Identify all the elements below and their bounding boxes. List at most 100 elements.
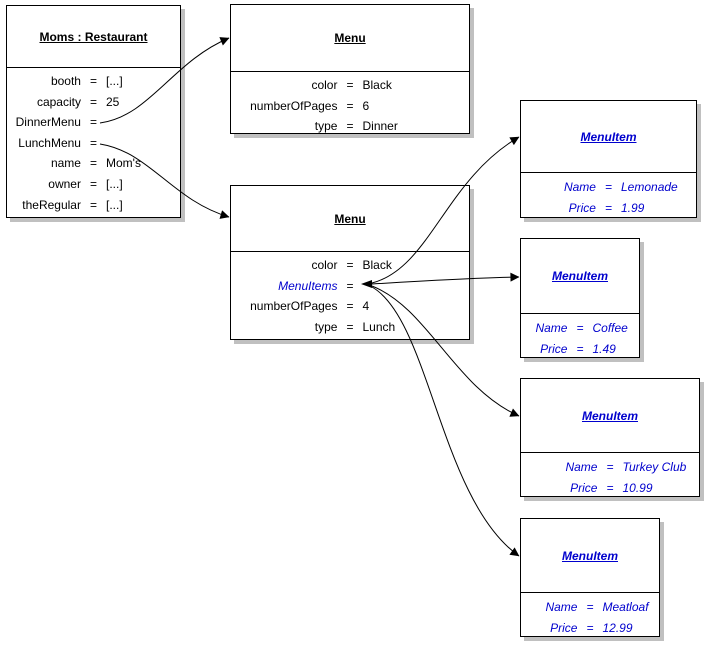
attribute-name: numberOfPages bbox=[250, 98, 338, 113]
object-box-menuitem-meatloaf[interactable]: MenuItem Name = Meatloaf Price = 12.99 bbox=[520, 518, 660, 637]
object-attributes: color = Black numberOfPages = 6 type = D… bbox=[231, 72, 469, 137]
attribute-name: color bbox=[311, 78, 338, 92]
object-attributes: Name = Coffee Price = 1.49 bbox=[521, 314, 639, 359]
equals-sign: = bbox=[346, 119, 354, 134]
attribute-row-type: type = Lunch bbox=[235, 317, 465, 338]
attribute-row-color: color = Black bbox=[235, 255, 465, 276]
attribute-row-name: name = Mom's bbox=[11, 153, 176, 174]
equals-sign: = bbox=[606, 480, 614, 495]
attribute-name: MenuItems bbox=[278, 278, 338, 293]
object-header: MenuItem bbox=[521, 519, 659, 593]
object-box-menuitem-coffee[interactable]: MenuItem Name = Coffee Price = 1.49 bbox=[520, 238, 640, 358]
object-header: MenuItem bbox=[521, 239, 639, 314]
link-menuitems-to-lemonade[interactable] bbox=[371, 136, 520, 284]
object-title: MenuItem bbox=[581, 408, 638, 423]
object-box-menuitem-lemonade[interactable]: MenuItem Name = Lemonade Price = 1.99 bbox=[520, 100, 697, 218]
object-attributes: booth = [...] capacity = 25 DinnerMenu =… bbox=[7, 68, 180, 217]
attribute-value bbox=[363, 276, 466, 297]
attribute-row-price: Price = 10.99 bbox=[525, 478, 695, 499]
attribute-value: 1.49 bbox=[592, 341, 616, 356]
attribute-value: Lunch bbox=[362, 319, 396, 334]
attribute-row-lunchmenu: LunchMenu = bbox=[11, 133, 176, 154]
attribute-name: capacity bbox=[36, 94, 81, 109]
attribute-value: Mom's bbox=[106, 156, 141, 171]
attribute-row-numberofpages: numberOfPages = 6 bbox=[235, 96, 465, 117]
object-attributes: Name = Lemonade Price = 1.99 bbox=[521, 173, 696, 218]
attribute-value: Black bbox=[362, 258, 392, 272]
attribute-row-type: type = Dinner bbox=[235, 116, 465, 137]
attribute-value: Lemonade bbox=[621, 180, 678, 194]
object-title: MenuItem bbox=[580, 129, 637, 144]
attribute-name: type bbox=[314, 119, 338, 134]
link-dinnermenu-to-menu[interactable] bbox=[99, 37, 230, 124]
attribute-value: Turkey Club bbox=[622, 460, 687, 474]
attribute-row-price: Price = 1.99 bbox=[525, 198, 692, 219]
attribute-row-capacity: capacity = 25 bbox=[11, 92, 176, 113]
object-header: MenuItem bbox=[521, 379, 699, 453]
attribute-row-price: Price = 12.99 bbox=[525, 618, 655, 639]
equals-sign: = bbox=[576, 341, 584, 356]
attribute-name: Price bbox=[550, 620, 578, 635]
link-menuitems-to-meatloaf[interactable] bbox=[371, 286, 520, 557]
attribute-row-theregular: theRegular = [...] bbox=[11, 195, 176, 216]
object-box-moms-restaurant[interactable]: Moms : Restaurant booth = [...] capacity… bbox=[6, 5, 181, 218]
attribute-value: [...] bbox=[106, 176, 123, 191]
equals-sign: = bbox=[606, 460, 614, 474]
object-attributes: Name = Meatloaf Price = 12.99 bbox=[521, 593, 659, 638]
equals-sign: = bbox=[604, 200, 612, 215]
attribute-name: Price bbox=[568, 200, 596, 215]
attribute-row-numberofpages: numberOfPages = 4 bbox=[235, 296, 465, 317]
equals-sign: = bbox=[89, 94, 97, 109]
equals-sign: = bbox=[346, 278, 354, 293]
attribute-row-name: Name = Lemonade bbox=[525, 177, 692, 198]
attribute-value: 1.99 bbox=[621, 200, 645, 215]
equals-sign: = bbox=[346, 78, 354, 92]
equals-sign: = bbox=[89, 135, 97, 150]
attribute-name: Name bbox=[545, 600, 578, 614]
equals-sign: = bbox=[89, 115, 97, 130]
equals-sign: = bbox=[346, 98, 354, 113]
attribute-row-color: color = Black bbox=[235, 75, 465, 96]
equals-sign: = bbox=[346, 319, 354, 334]
attribute-value: [...] bbox=[106, 74, 123, 88]
link-lunchmenu-to-menu[interactable] bbox=[99, 143, 230, 219]
attribute-value: 6 bbox=[362, 98, 370, 113]
object-title: MenuItem bbox=[551, 269, 608, 283]
link-menuitems-to-coffee[interactable] bbox=[371, 272, 520, 285]
equals-sign: = bbox=[576, 321, 584, 335]
attribute-row-name: Name = Turkey Club bbox=[525, 457, 695, 478]
object-title: MenuItem bbox=[561, 548, 618, 563]
attribute-row-name: Name = Coffee bbox=[525, 318, 635, 339]
attribute-value: 12.99 bbox=[602, 620, 633, 635]
attribute-value: Black bbox=[362, 78, 392, 92]
attribute-value bbox=[106, 133, 176, 154]
attribute-value: Coffee bbox=[592, 321, 628, 335]
equals-sign: = bbox=[346, 258, 354, 272]
attribute-row-name: Name = Meatloaf bbox=[525, 597, 655, 618]
attribute-name: owner bbox=[48, 176, 81, 191]
attribute-name: Price bbox=[540, 341, 568, 356]
attribute-row-dinnermenu: DinnerMenu = bbox=[11, 112, 176, 133]
equals-sign: = bbox=[604, 180, 612, 194]
attribute-name: Name bbox=[565, 460, 598, 474]
equals-sign: = bbox=[586, 600, 594, 614]
object-header: Menu bbox=[231, 5, 469, 72]
object-title: Moms : Restaurant bbox=[39, 29, 148, 44]
attribute-name: booth bbox=[50, 74, 81, 88]
object-header: MenuItem bbox=[521, 101, 696, 173]
object-box-menu-lunch[interactable]: Menu color = Black MenuItems = numberOfP… bbox=[230, 185, 470, 340]
attribute-value: Meatloaf bbox=[602, 600, 649, 614]
attribute-name: LunchMenu bbox=[18, 135, 81, 150]
attribute-name: Price bbox=[570, 480, 598, 495]
equals-sign: = bbox=[89, 176, 97, 191]
attribute-value: 4 bbox=[362, 299, 370, 314]
link-menuitems-to-turkey-club[interactable] bbox=[371, 285, 520, 417]
object-box-menu-dinner[interactable]: Menu color = Black numberOfPages = 6 typ… bbox=[230, 4, 470, 134]
equals-sign: = bbox=[586, 620, 594, 635]
attribute-row-owner: owner = [...] bbox=[11, 174, 176, 195]
equals-sign: = bbox=[89, 74, 97, 88]
object-box-menuitem-turkey-club[interactable]: MenuItem Name = Turkey Club Price = 10.9… bbox=[520, 378, 700, 497]
attribute-value: 10.99 bbox=[622, 480, 653, 495]
attribute-name: numberOfPages bbox=[250, 299, 338, 314]
